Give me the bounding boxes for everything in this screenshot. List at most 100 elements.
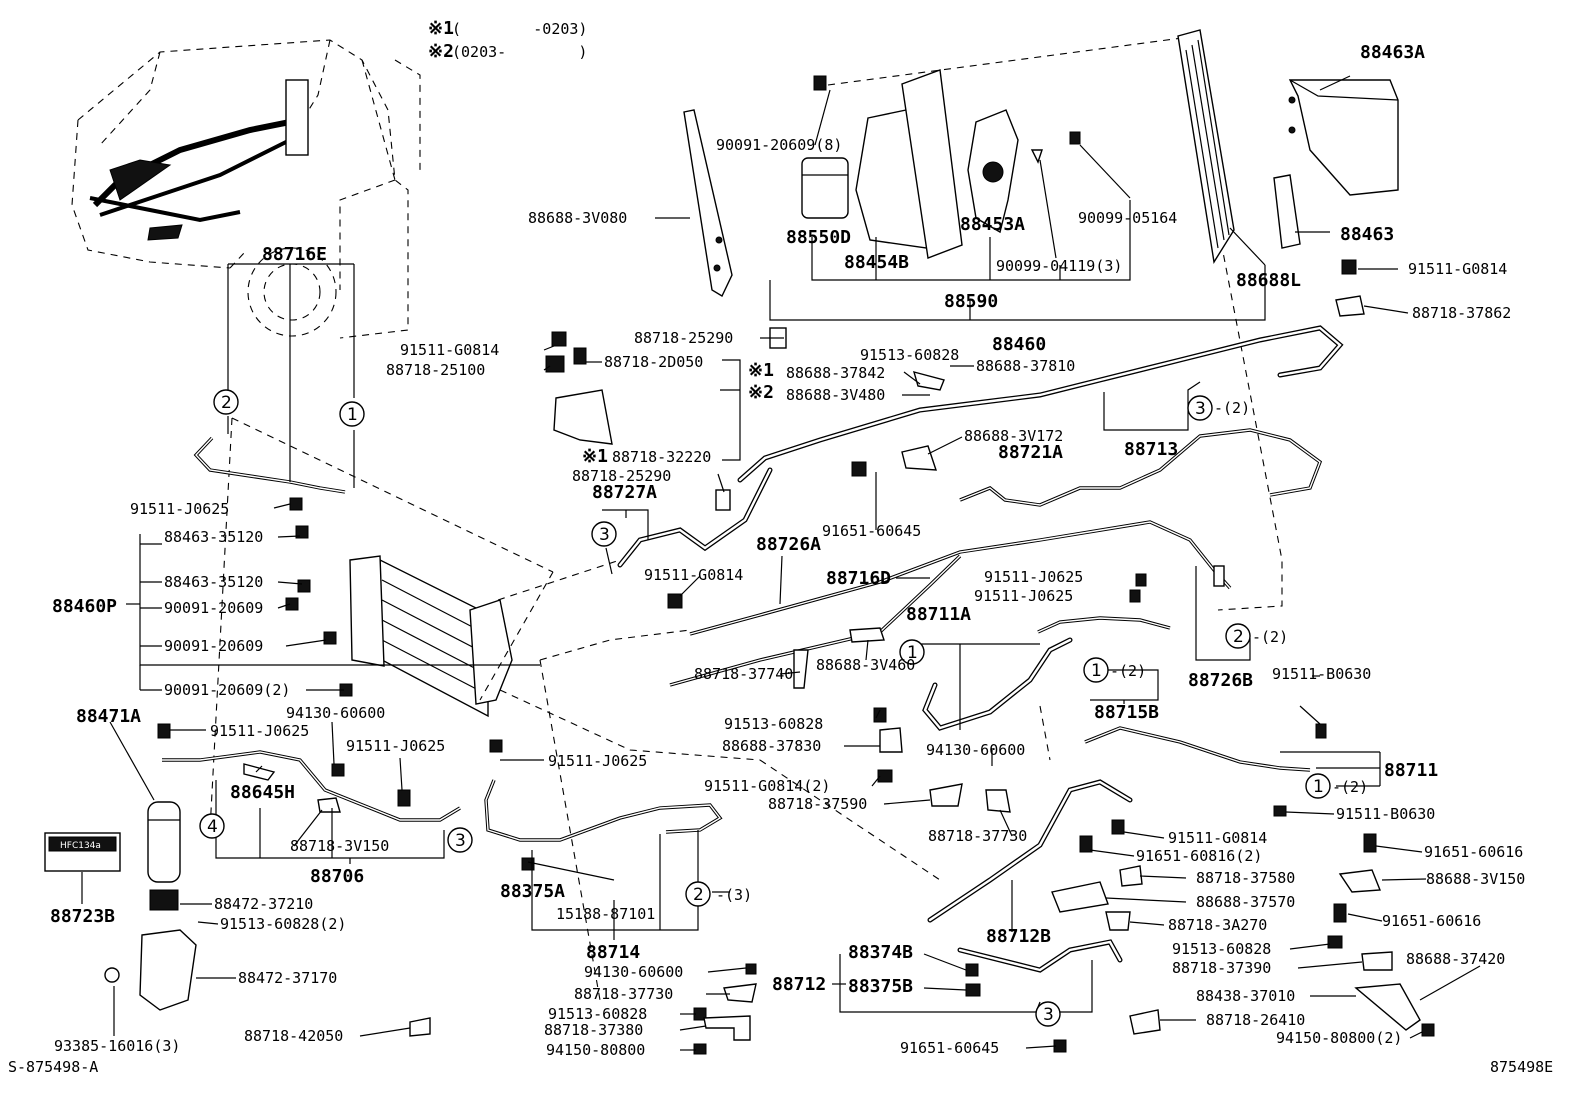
callout-4-circle [199, 813, 225, 839]
label-88718-37590: 88718-37590 [768, 795, 867, 813]
label-88711: 88711 [1384, 760, 1438, 781]
label-90091-20609: 90091-20609 [164, 637, 263, 655]
label-88460: 88460 [992, 334, 1046, 355]
label-91513-60828: 91513-60828 [548, 1005, 647, 1023]
callout-1-text: 1 [347, 405, 358, 425]
label-88718-25100: 88718-25100 [386, 361, 485, 379]
label-88713: 88713 [1124, 439, 1178, 460]
label-88688L: 88688L [1236, 270, 1301, 291]
label-91511-G0814: 91511-G0814 [1408, 260, 1507, 278]
callout-1-circle [1305, 773, 1331, 799]
label-88718-37862: 88718-37862 [1412, 304, 1511, 322]
label-88374B: 88374B [848, 942, 913, 963]
label-88471A: 88471A [76, 706, 141, 727]
callout-1-text: 1 [1313, 777, 1324, 797]
label-minus2: -(2) [1332, 778, 1368, 796]
label-minus2: -(2) [1110, 662, 1146, 680]
callout-1-text: 1 [1091, 661, 1102, 681]
label-88463-35120: 88463-35120 [164, 573, 263, 591]
label-91511-B0630: 91511-B0630 [1272, 665, 1371, 683]
label-88718-37740: 88718-37740 [694, 665, 793, 683]
callout-2-circle [213, 389, 239, 415]
label-88438-37010: 88438-37010 [1196, 987, 1295, 1005]
label-minus3: -(3) [716, 886, 752, 904]
callout-3-text: 3 [1195, 399, 1206, 419]
note2-range: (0203- ) [452, 43, 587, 61]
label-88460P: 88460P [52, 596, 117, 617]
label-88718-37580: 88718-37580 [1196, 869, 1295, 887]
label-88718-37390: 88718-37390 [1172, 959, 1271, 977]
label-91511-J0625: 91511-J0625 [984, 568, 1083, 586]
note2-mark-2: ※2 [748, 382, 774, 403]
footer-left-code: S-875498-A [8, 1058, 98, 1076]
note1-range: ( -0203) [452, 20, 587, 38]
label-94130-60600: 94130-60600 [584, 963, 683, 981]
label-88723B: 88723B [50, 906, 115, 927]
label-91513-60828: 91513-60828 [1172, 940, 1271, 958]
label-94150-80800-2: 94150-80800(2) [1276, 1029, 1402, 1047]
label-88550D: 88550D [786, 227, 851, 248]
label-88718-26410: 88718-26410 [1206, 1011, 1305, 1029]
label-88688-3V150: 88688-3V150 [1426, 870, 1525, 888]
note1-mark: ※1 [428, 18, 454, 39]
callout-1-circle [1083, 657, 1109, 683]
label-88472-37210: 88472-37210 [214, 895, 313, 913]
label-88727A: 88727A [592, 482, 657, 503]
label-88718-37730: 88718-37730 [928, 827, 1027, 845]
label-88714: 88714 [586, 942, 640, 963]
label-88718-25290: 88718-25290 [634, 329, 733, 347]
callout-3-circle [447, 827, 473, 853]
label-90091-20609-8: 90091-20609(8) [716, 136, 842, 154]
label-minus2: -(2) [1252, 628, 1288, 646]
label-91511-G0814: 91511-G0814 [1168, 829, 1267, 847]
leader-lines [81, 75, 1481, 1051]
label-88688-3V460: 88688-3V460 [816, 656, 915, 674]
label-91511-J0625: 91511-J0625 [130, 500, 229, 518]
label-88688-3V172: 88688-3V172 [964, 427, 1063, 445]
label-88688-37810: 88688-37810 [976, 357, 1075, 375]
callout-3-text: 3 [455, 831, 466, 851]
label-88645H: 88645H [230, 782, 295, 803]
label-88726B: 88726B [1188, 670, 1253, 691]
refrigerant-lines [162, 325, 1344, 1001]
callout-3-circle [1035, 1001, 1061, 1027]
label-88688-3V080: 88688-3V080 [528, 209, 627, 227]
callout-2-circle [685, 881, 711, 907]
label-88716E: 88716E [262, 244, 327, 265]
label-88715B: 88715B [1094, 702, 1159, 723]
label-88718-3V150: 88718-3V150 [290, 837, 389, 855]
label-90091-20609: 90091-20609 [164, 599, 263, 617]
label-88718-32220: 88718-32220 [612, 448, 711, 466]
clamps-and-bolts [157, 259, 1435, 1055]
label-88726A: 88726A [756, 534, 821, 555]
label-88718-25290: 88718-25290 [572, 467, 671, 485]
label-88718-42050: 88718-42050 [244, 1027, 343, 1045]
label-88712B: 88712B [986, 926, 1051, 947]
callout-2-circle [1225, 623, 1251, 649]
condenser-88460P [209, 417, 554, 831]
label-91651-60616: 91651-60616 [1382, 912, 1481, 930]
callout-1-circle [339, 401, 365, 427]
callout-2-text: 2 [693, 885, 704, 905]
label-91511-J0625: 91511-J0625 [974, 587, 1073, 605]
vehicle-sketch [71, 39, 421, 339]
label-88721A: 88721A [998, 442, 1063, 463]
callout-3-circle [591, 521, 617, 547]
label-91513-60828: 91513-60828 [860, 346, 959, 364]
label-91651-60645: 91651-60645 [900, 1039, 999, 1057]
label-88688-37842: 88688-37842 [786, 364, 885, 382]
label-88706: 88706 [310, 866, 364, 887]
footer-right-code: 875498E [1490, 1058, 1553, 1076]
label-91651-60616: 91651-60616 [1424, 843, 1523, 861]
label-88472-37170: 88472-37170 [238, 969, 337, 987]
label-90091-20609-2: 90091-20609(2) [164, 681, 290, 699]
label-88718-37730: 88718-37730 [574, 985, 673, 1003]
note2-mark: ※2 [428, 41, 454, 62]
callout-1-text: 1 [907, 643, 918, 663]
label-94130-60600: 94130-60600 [926, 741, 1025, 759]
fan-shroud-group [683, 29, 1399, 611]
label-88718-3A270: 88718-3A270 [1168, 916, 1267, 934]
label-93385-16016-3: 93385-16016(3) [54, 1037, 180, 1055]
callout-1-circle [899, 639, 925, 665]
